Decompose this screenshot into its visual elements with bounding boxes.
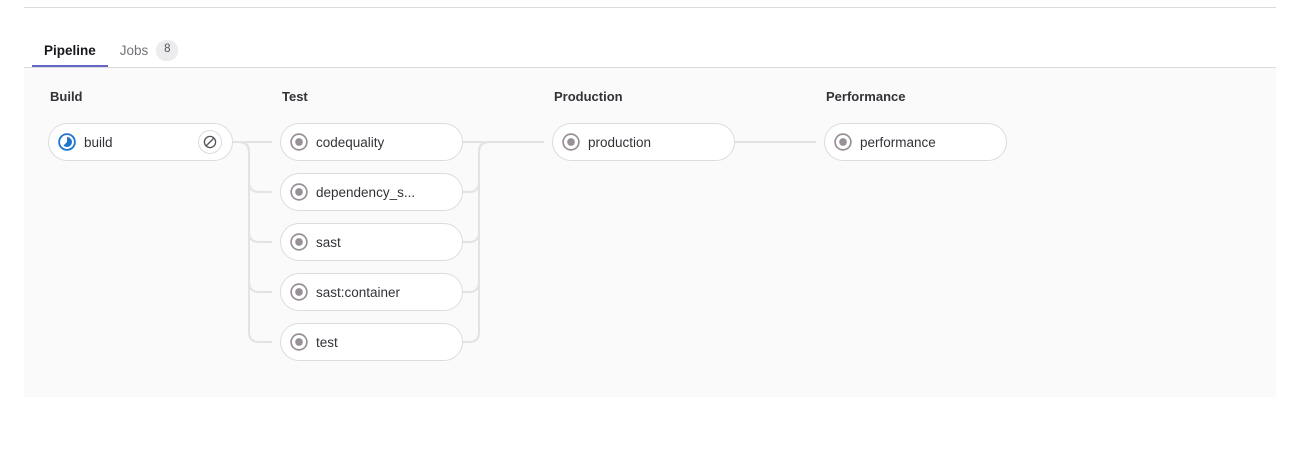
job-name-label: test <box>316 334 338 350</box>
cancel-icon <box>203 135 217 149</box>
pipeline-connectors <box>225 141 816 343</box>
stage-job-list: performance <box>824 123 1007 173</box>
connector-test-to-production <box>455 141 544 243</box>
pipeline-job-node[interactable]: dependency_s... <box>280 173 463 211</box>
tab-jobs[interactable]: Jobs 8 <box>108 24 191 67</box>
tab-pipeline[interactable]: Pipeline <box>32 24 108 67</box>
pipeline-job-node[interactable]: performance <box>824 123 1007 161</box>
stage-title: Production <box>554 89 623 104</box>
job-name-label: build <box>84 134 113 150</box>
status-created-icon <box>290 233 308 251</box>
status-created-icon <box>290 333 308 351</box>
tab-label: Pipeline <box>44 42 96 58</box>
job-name-label: performance <box>860 134 936 150</box>
job-name-label: codequality <box>316 134 385 150</box>
job-name-label: production <box>588 134 652 150</box>
status-running-icon <box>58 133 76 151</box>
connector-test-to-production <box>455 141 544 293</box>
status-created-icon <box>290 133 308 151</box>
stage-title: Test <box>282 89 308 104</box>
pipeline-job-node[interactable]: production <box>552 123 735 161</box>
pipeline-job-node[interactable]: sast:container <box>280 273 463 311</box>
pipeline-job-node[interactable]: sast <box>280 223 463 261</box>
stage-job-list: build <box>48 123 233 173</box>
tab-label: Jobs <box>119 42 149 58</box>
pipeline-stage: Production production <box>552 68 735 161</box>
job-name-label: sast:container <box>316 284 401 300</box>
status-created-icon <box>290 283 308 301</box>
pipeline-stage: Performance performance <box>824 68 1007 161</box>
stage-job-list: codequality dependency_s...sast sast:conta… <box>280 123 463 373</box>
pipeline-job-node[interactable]: test <box>280 323 463 361</box>
connector-test-to-production <box>455 141 544 343</box>
pipeline-job-node[interactable]: build <box>48 123 233 161</box>
status-created-icon <box>834 133 852 151</box>
top-divider <box>24 7 1276 8</box>
pipeline-graph: Build build Test codequality dependency_s...… <box>24 68 1276 397</box>
tab-badge-count: 8 <box>156 40 179 61</box>
status-created-icon <box>562 133 580 151</box>
status-created-icon <box>290 183 308 201</box>
stage-job-list: production <box>552 123 735 173</box>
job-cancel-button[interactable] <box>198 130 222 154</box>
pipeline-tabbar: Pipeline Jobs 8 <box>24 24 1276 68</box>
stage-title: Performance <box>826 89 906 104</box>
stage-title: Build <box>50 89 83 104</box>
pipeline-stage: Test codequality dependency_s...sast sast:c… <box>280 68 463 361</box>
connector-test-to-production <box>455 141 544 193</box>
pipeline-job-node[interactable]: codequality <box>280 123 463 161</box>
pipeline-stage: Build build <box>48 68 233 161</box>
job-name-label: dependency_s... <box>316 184 416 200</box>
job-name-label: sast <box>316 234 341 250</box>
